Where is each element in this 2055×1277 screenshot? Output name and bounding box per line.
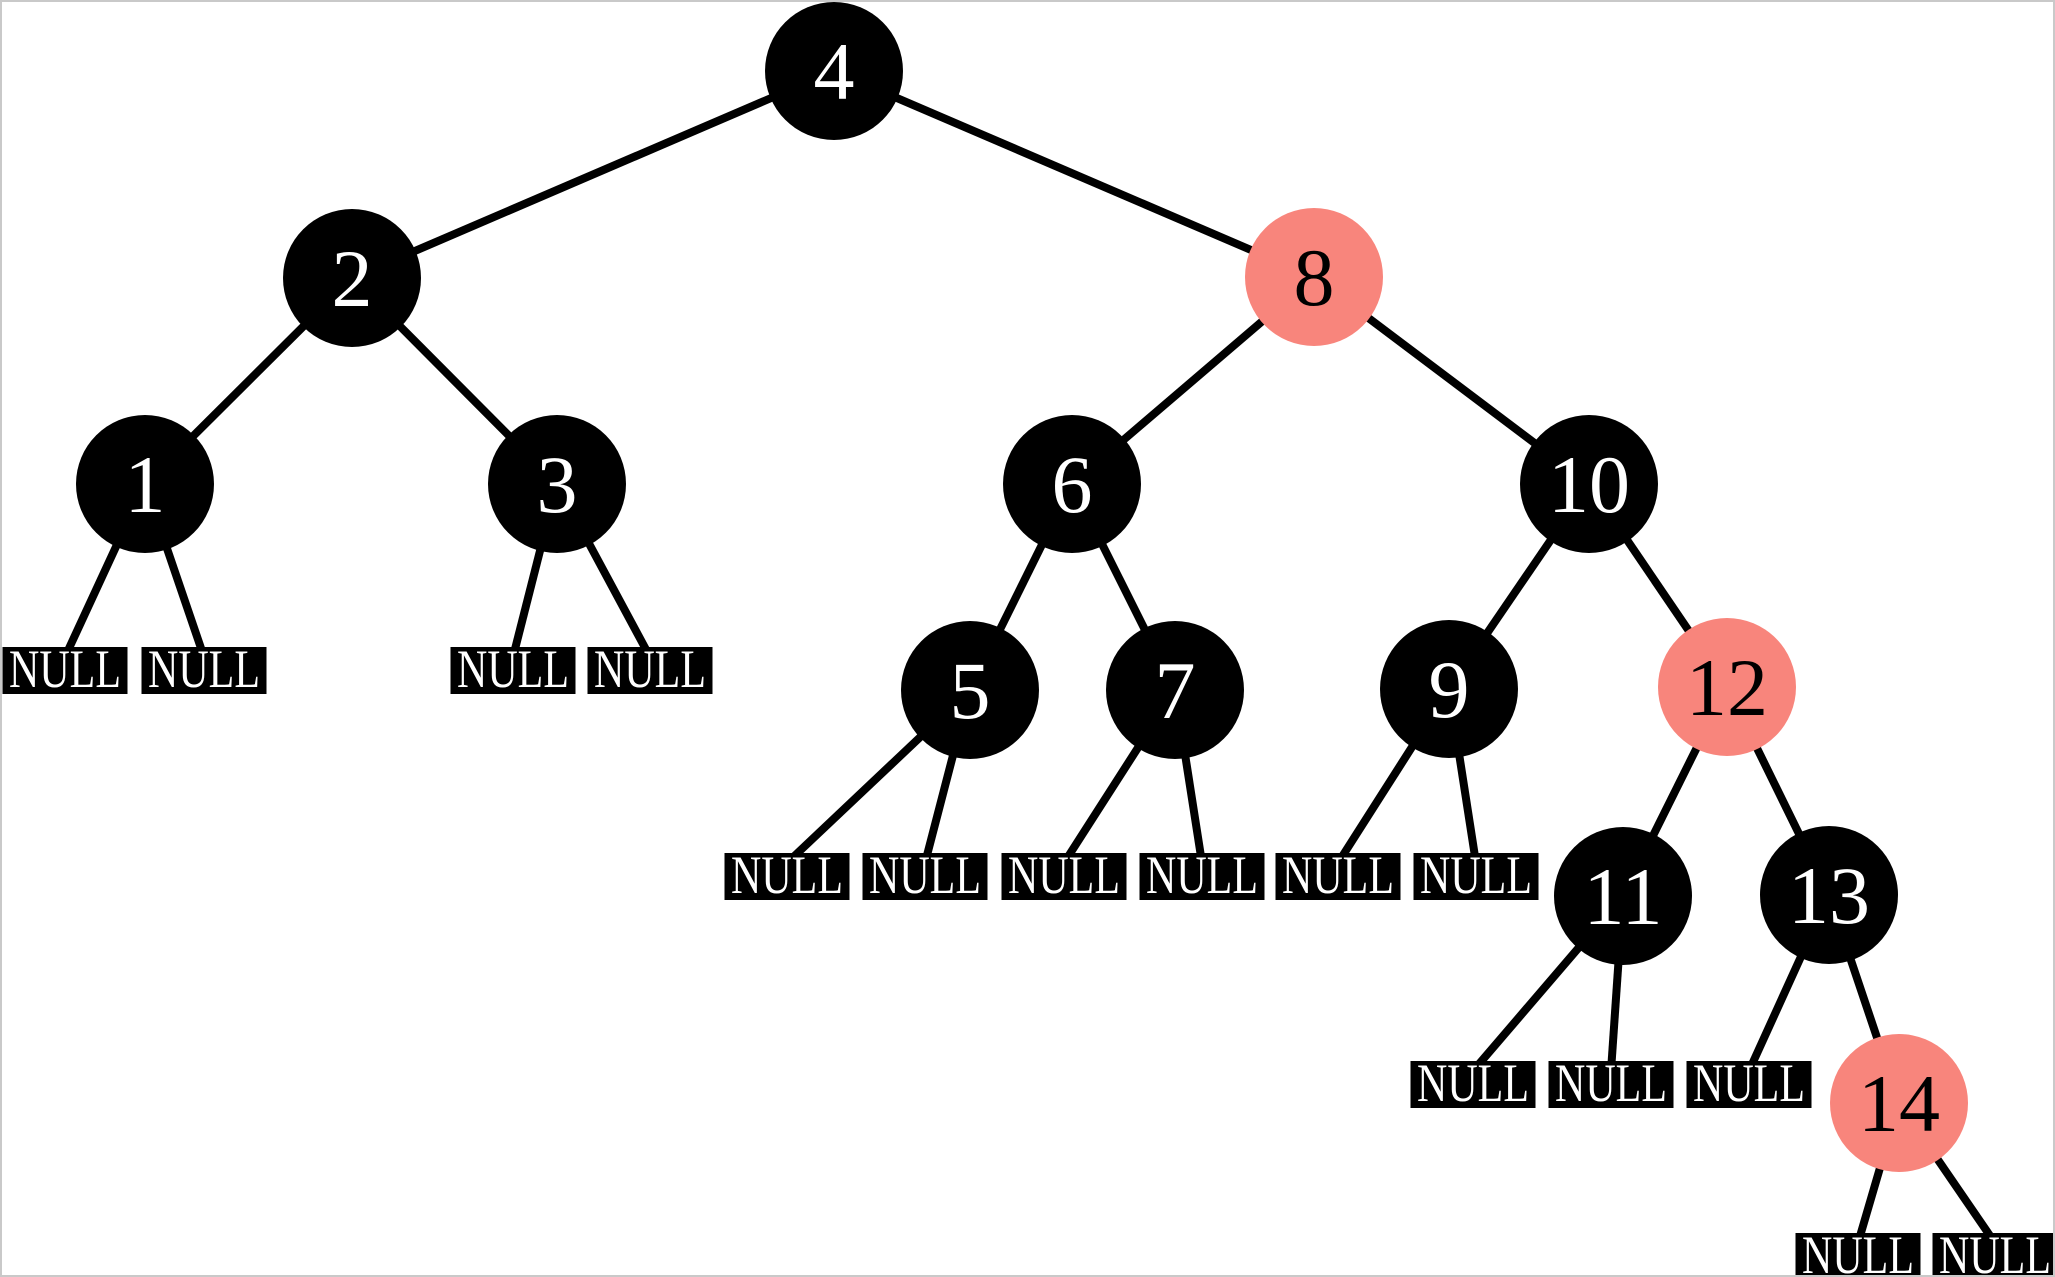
edge-4-8 — [832, 67, 1316, 281]
tree-node-11 — [1554, 827, 1692, 965]
node-label-11: 11 — [1584, 851, 1663, 942]
node-label-4: 4 — [814, 26, 855, 117]
tree-node-4 — [765, 2, 903, 140]
tree-node-7 — [1106, 621, 1244, 759]
null-leaf-label-1: NULL — [148, 639, 260, 699]
null-leaf-label-5: NULL — [869, 845, 981, 905]
tree-node-6 — [1003, 415, 1141, 553]
node-label-5: 5 — [950, 645, 991, 736]
edge-4-2 — [350, 67, 836, 282]
null-leaf-label-6: NULL — [1008, 845, 1120, 905]
null-leaf-label-4: NULL — [731, 845, 843, 905]
null-leaf-label-0: NULL — [9, 639, 121, 699]
null-leaf-box-12 — [1686, 1061, 1812, 1108]
null-leaf-label-13: NULL — [1802, 1225, 1914, 1277]
node-label-10: 10 — [1548, 439, 1630, 530]
null-leaf-label-14: NULL — [1939, 1225, 2051, 1277]
tree-node-14 — [1830, 1034, 1968, 1172]
null-leaf-box-14 — [1932, 1233, 2055, 1277]
node-label-2: 2 — [332, 233, 373, 324]
tree-node-5 — [901, 621, 1039, 759]
node-label-3: 3 — [537, 439, 578, 530]
node-label-8: 8 — [1294, 232, 1335, 323]
tree-node-13 — [1760, 826, 1898, 964]
tree-node-2 — [283, 209, 421, 347]
null-leaf-label-10: NULL — [1417, 1053, 1529, 1113]
node-label-12: 12 — [1686, 642, 1768, 733]
tree-node-10 — [1520, 415, 1658, 553]
null-leaf-label-3: NULL — [594, 639, 706, 699]
null-leaf-label-7: NULL — [1146, 845, 1258, 905]
null-leaf-label-11: NULL — [1555, 1053, 1667, 1113]
null-leaf-box-4 — [724, 853, 850, 900]
null-leaf-box-7 — [1139, 853, 1265, 900]
tree-node-12 — [1658, 618, 1796, 756]
null-leaf-label-2: NULL — [457, 639, 569, 699]
null-leaf-box-5 — [862, 853, 988, 900]
node-label-14: 14 — [1858, 1058, 1940, 1149]
null-leaf-box-2 — [450, 647, 576, 694]
null-leaf-box-9 — [1413, 853, 1539, 900]
null-leaf-label-9: NULL — [1420, 845, 1532, 905]
null-leaf-box-3 — [587, 647, 713, 694]
tree-node-3 — [488, 415, 626, 553]
node-label-9: 9 — [1429, 644, 1470, 735]
null-leaf-box-0 — [2, 647, 128, 694]
node-label-6: 6 — [1052, 439, 1093, 530]
tree-node-1 — [76, 415, 214, 553]
node-label-1: 1 — [125, 439, 166, 530]
tree-node-8 — [1245, 208, 1383, 346]
node-label-13: 13 — [1788, 850, 1870, 941]
null-leaf-box-11 — [1548, 1061, 1674, 1108]
tree-node-9 — [1380, 620, 1518, 758]
null-leaf-label-12: NULL — [1693, 1053, 1805, 1113]
null-leaf-box-6 — [1001, 853, 1127, 900]
null-leaf-box-13 — [1795, 1233, 1921, 1277]
null-leaf-box-8 — [1275, 853, 1401, 900]
node-label-7: 7 — [1155, 645, 1196, 736]
null-leaf-box-10 — [1410, 1061, 1536, 1108]
null-leaf-box-1 — [141, 647, 267, 694]
null-leaf-label-8: NULL — [1282, 845, 1394, 905]
